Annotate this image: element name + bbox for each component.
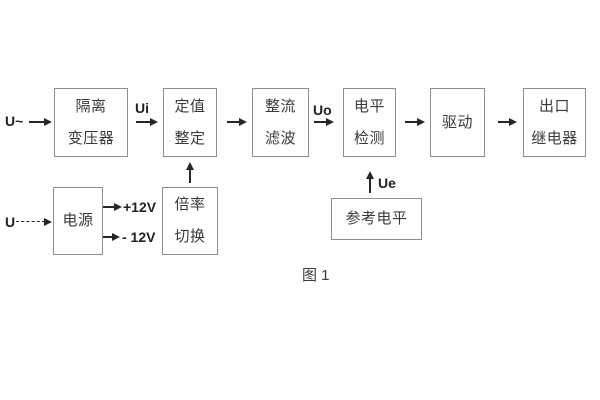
block-power-supply: 电源 [53,187,103,255]
figure-caption: 图 1 [302,267,330,284]
arrow-right-icon [417,118,425,127]
label-minus-12v: - 12V [122,229,156,245]
block-output-relay: 出口 继电器 [523,88,586,157]
block-label: 隔离 [75,97,107,115]
block-rectify-filter: 整流 滤波 [252,88,309,157]
block-label: 参考电平 [345,210,408,227]
label-plus-12v: +12V [123,199,157,215]
arrow-right-icon [44,118,52,127]
label-ue: Ue [378,175,396,191]
label-ui: Ui [135,100,149,116]
block-label: 检测 [353,129,385,147]
block-label: 电源 [62,212,94,229]
block-drive: 驱动 [430,88,485,157]
label-dc-input: U [5,214,16,230]
block-level-detect: 电平 检测 [343,88,396,157]
block-label: 驱动 [441,113,473,131]
arrow-up-icon [186,162,194,170]
block-label: 滤波 [264,129,296,147]
label-uo: Uo [313,102,332,118]
block-isolation-transformer: 隔离 变压器 [54,88,128,157]
arrow-right-icon [150,118,158,127]
arrow-up-icon [366,171,374,179]
block-label: 出口 [538,97,570,115]
arrow-right-icon [509,118,517,127]
arrow-right-icon [44,218,52,227]
block-setting-adjust: 定值 整定 [163,88,217,157]
block-reference-level: 参考电平 [331,198,422,240]
block-label: 变压器 [67,129,115,147]
block-label: 电平 [353,97,385,115]
block-label: 整流 [264,97,296,115]
block-label: 继电器 [531,129,578,147]
block-label: 倍率 [174,196,206,213]
block-label: 整定 [174,129,206,147]
block-label: 切换 [174,228,206,245]
arrow-right-icon [326,118,334,127]
arrow-right-icon [114,203,122,212]
label-ac-input: U~ [5,113,24,129]
block-ratio-switch: 倍率 切换 [162,187,218,255]
block-label: 定值 [174,97,206,115]
arrow-right-icon [239,118,247,127]
arrow-right-icon [112,233,120,242]
